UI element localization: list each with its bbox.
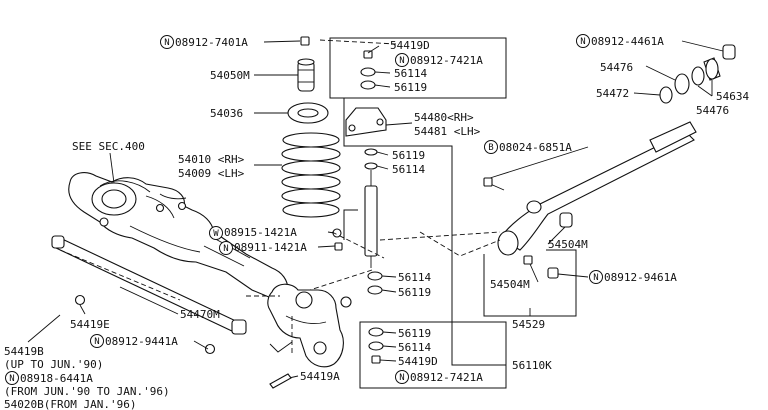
label-54419b: 54419B [4,345,44,358]
label-54504m-b: 54504M [490,278,530,291]
axle-housing-drawing [68,172,289,301]
callout-boxes [329,37,577,389]
label-54419a: 54419A [300,370,340,383]
label-54036: 54036 [210,107,243,120]
label-54419d-top: 54419D [390,39,430,52]
label-08912-7401a: 08912-7401A [175,36,248,49]
leader-lines [27,40,724,381]
label-54419d-bot: 54419D [398,355,438,368]
label-08912-9441a: 08912-9441A [105,335,178,348]
label-56114-c: 56114 [398,271,431,284]
label-54476-b: 54476 [696,104,729,117]
dashed-guide-lines [59,39,501,354]
label-54010-rh: 54010 <RH> [178,153,245,166]
badge-w: W [213,229,219,239]
badge-n: N [9,374,14,384]
label-56119-c: 56119 [398,286,431,299]
badge-n: N [94,337,99,347]
badge-n: N [580,37,585,47]
callout-labels: SEE SEC.400 08912-7401A 54050M 54036 540… [4,35,749,410]
label-54481-lh: 54481 <LH> [414,125,481,138]
label-see-sec: SEE SEC.400 [72,140,145,153]
badge-n: N [223,244,228,254]
label-08912-7421a-bot: 08912-7421A [410,371,483,384]
label-54470m: 54470M [180,308,220,321]
label-56119-b: 56119 [392,149,425,162]
label-08912-4461a: 08912-4461A [591,35,664,48]
callout-badges: N W N N N N B N N N [5,34,603,385]
label-54009-lh: 54009 <LH> [178,167,245,180]
lateral-rod-drawing [51,235,247,355]
bolt-54419a-drawing [269,373,292,389]
label-54476-a: 54476 [600,61,633,74]
label-56119-d: 56119 [398,327,431,340]
shock-absorber-drawing [345,50,387,364]
label-56114-b: 56114 [392,163,425,176]
label-54419e: 54419E [70,318,110,331]
label-54020b: 54020B(FROM JAN.'96) [4,398,136,410]
label-08918-6441a: 08918-6441A [20,372,93,385]
label-54529: 54529 [512,318,545,331]
coil-spring-drawing [281,36,343,251]
badge-n: N [399,373,404,383]
label-up-to-jun90: (UP TO JUN.'90) [4,358,103,371]
label-54634: 54634 [716,90,749,103]
label-56110k: 56110K [512,359,552,372]
label-56119-a: 56119 [394,81,427,94]
knuckle-hub-drawing [267,283,352,368]
label-54050m: 54050M [210,69,250,82]
label-56114-a: 56114 [394,67,427,80]
upper-bushings-drawing [659,44,736,104]
badge-n: N [164,38,169,48]
label-54504m-a: 54504M [548,238,588,251]
label-54480-rh: 54480<RH> [414,111,474,124]
label-08024-6851a: 08024-6851A [499,141,572,154]
badge-n: N [399,56,404,66]
label-from-jun90-to-jan96: (FROM JUN.'90 TO JAN.'96) [4,385,170,398]
label-54472: 54472 [596,87,629,100]
label-08912-9461a: 08912-9461A [604,271,677,284]
label-56114-d: 56114 [398,341,431,354]
label-08912-7421a-top: 08912-7421A [410,54,483,67]
badge-n: N [593,273,598,283]
label-08915-1421a: 08915-1421A [224,226,297,239]
badge-b: B [488,143,493,153]
label-08911-1421a: 08911-1421A [234,241,307,254]
upper-link-drawing [483,121,697,279]
